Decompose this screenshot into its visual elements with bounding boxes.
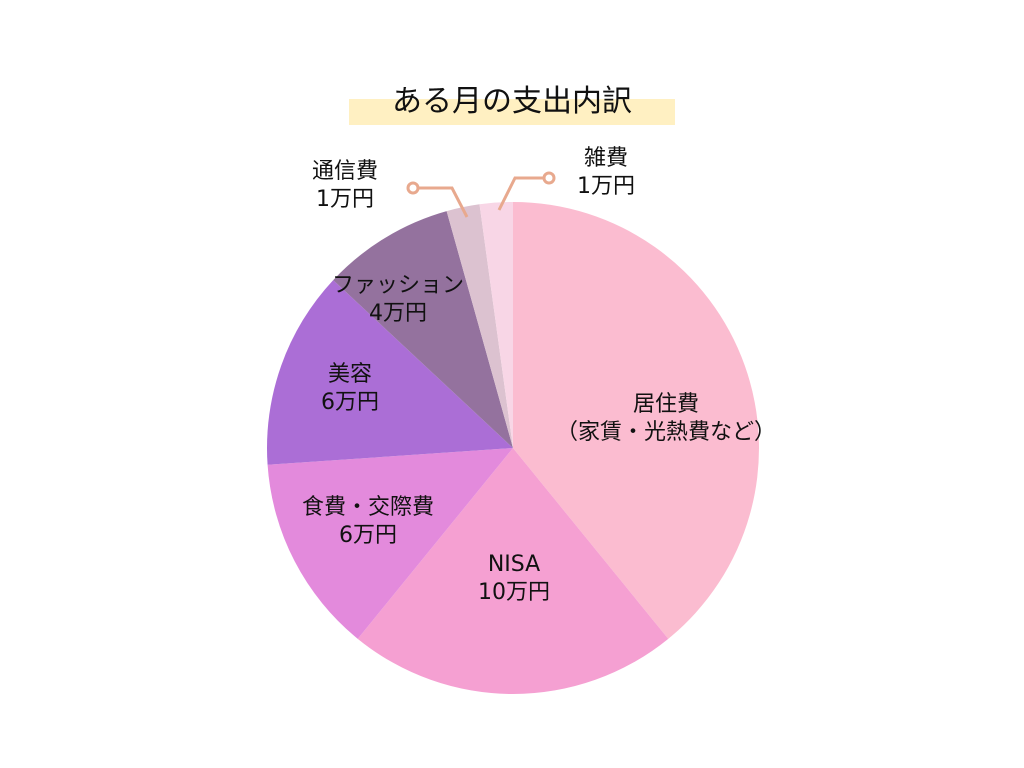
chart-title: ある月の支出内訳: [392, 84, 632, 119]
label-value: 1万円: [315, 187, 374, 212]
label-value: 6万円: [321, 390, 379, 415]
slice-label-food: 食費・交際費 6万円: [302, 494, 434, 550]
slice-label-nisa: NISA 10万円: [478, 551, 550, 607]
pie-slice-1: [357, 448, 669, 694]
pie-slice-0: [513, 202, 759, 639]
label-value: 6万円: [338, 523, 397, 548]
label-name: ファッション: [331, 273, 465, 298]
label-value: 1万円: [577, 174, 635, 199]
label-value: 4万円: [368, 301, 427, 326]
slice-label-fashion: ファッション 4万円: [332, 272, 464, 328]
pie-slice-3: [267, 280, 513, 465]
label-sub: （家賃・光熱費など）: [555, 420, 777, 445]
pie-slice-2: [267, 448, 513, 639]
label-name: 居住費: [632, 392, 700, 417]
pie-slice-4: [333, 211, 513, 448]
label-name: 美容: [327, 362, 372, 387]
label-name: 雑費: [583, 146, 628, 171]
slice-label-housing: 居住費 （家賃・光熱費など）: [556, 391, 776, 447]
leader-line-tsushinhi: [406, 181, 469, 218]
leader-line-zappi: [497, 171, 556, 211]
label-name: NISA: [487, 552, 541, 577]
pie-slice-5: [446, 204, 513, 448]
label-name: 通信費: [311, 159, 379, 184]
label-value: 10万円: [478, 580, 550, 605]
pie-slice-6: [479, 202, 513, 448]
title-highlight: [349, 99, 675, 125]
slice-label-beauty: 美容 6万円: [321, 361, 379, 417]
slice-label-telecom: 通信費 1万円: [312, 158, 378, 214]
slice-label-misc: 雑費 1万円: [577, 145, 635, 201]
label-name: 食費・交際費: [301, 495, 435, 520]
